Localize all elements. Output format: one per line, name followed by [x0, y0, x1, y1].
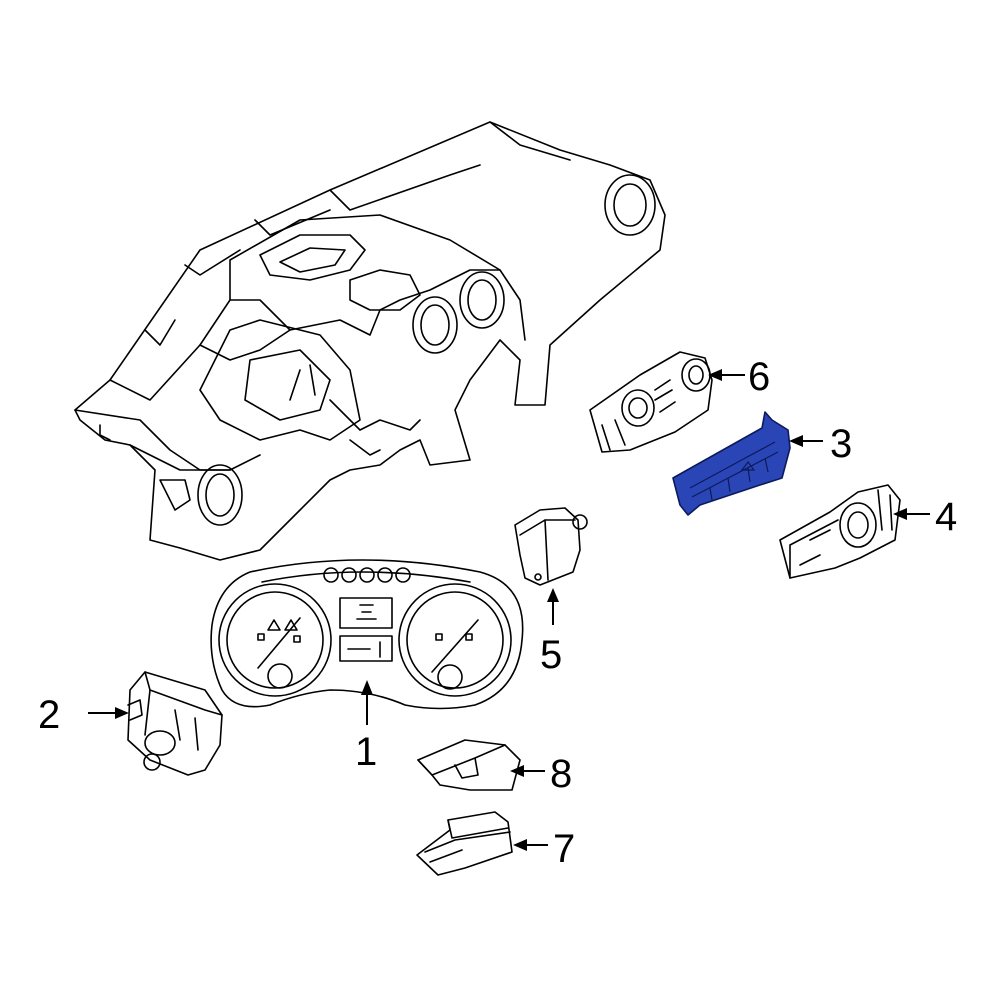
callout-5: 5: [540, 633, 562, 677]
climate-control-panel-highlighted[interactable]: [672, 411, 791, 516]
callout-6: 6: [748, 355, 770, 399]
callout-4: 4: [935, 495, 957, 539]
callout-2: 2: [38, 693, 60, 737]
dashboard-panel: [74, 121, 666, 561]
callout-8: 8: [550, 752, 572, 796]
electronic-module[interactable]: [514, 507, 588, 586]
instrument-cluster[interactable]: [210, 559, 524, 710]
callout-7: 7: [553, 827, 575, 871]
leader-arrows: [88, 369, 930, 851]
small-module[interactable]: [416, 811, 513, 876]
control-module[interactable]: [779, 484, 901, 579]
switch-panel[interactable]: [589, 351, 713, 453]
callout-3: 3: [830, 422, 852, 466]
callout-1: 1: [355, 730, 377, 774]
bracket[interactable]: [417, 739, 521, 791]
headlamp-switch[interactable]: [127, 671, 223, 776]
